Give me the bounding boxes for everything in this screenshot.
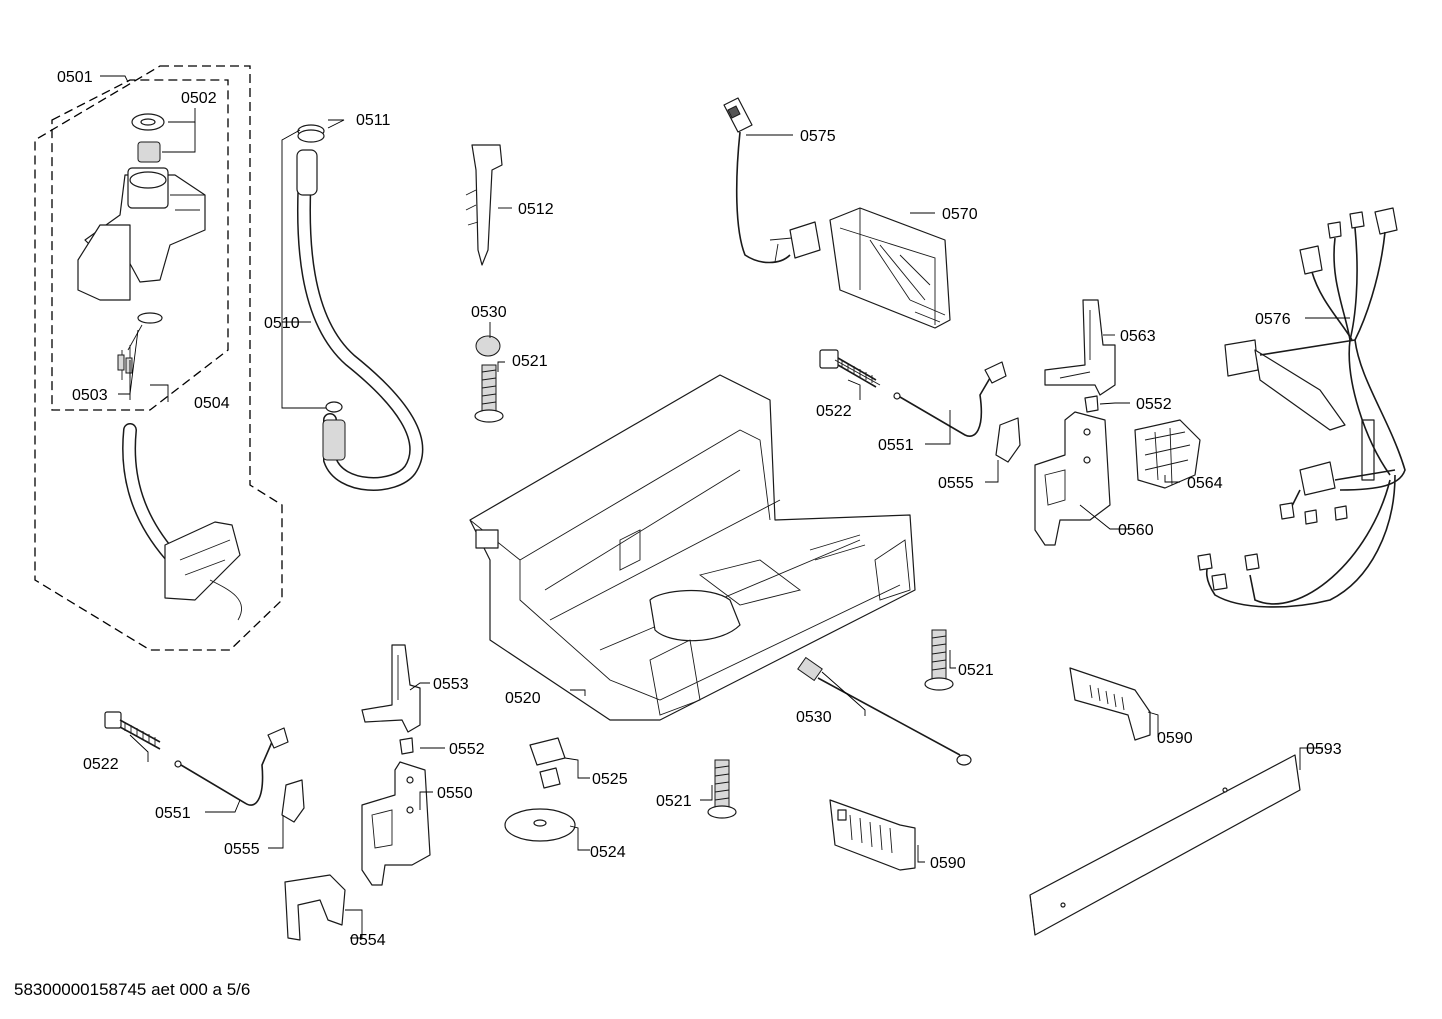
- label-0590-bottom: 0590: [930, 855, 966, 872]
- label-0553: 0553: [433, 676, 469, 693]
- label-0590-top: 0590: [1157, 730, 1193, 747]
- bushing-0552-right: [1084, 395, 1099, 413]
- foot-0521-bottom: [707, 759, 737, 819]
- hinge-plate-0560: [1034, 411, 1111, 546]
- control-module-0570: [829, 207, 951, 329]
- cable-0551-right: [893, 361, 1007, 437]
- clip-0555-left: [281, 779, 305, 823]
- label-0522-left: 0522: [83, 756, 119, 773]
- hinge-bracket-0553: [361, 644, 421, 733]
- clip-0555-right: [995, 417, 1021, 463]
- grille-0590-top: [1069, 667, 1151, 741]
- label-0563: 0563: [1120, 328, 1156, 345]
- assembly-group-0501-outline: [34, 65, 283, 651]
- label-0512: 0512: [518, 201, 554, 218]
- label-0504: 0504: [194, 395, 230, 412]
- label-0524: 0524: [590, 844, 626, 861]
- label-0503: 0503: [72, 387, 108, 404]
- label-0564: 0564: [1187, 475, 1223, 492]
- label-0521-right: 0521: [958, 662, 994, 679]
- label-0575: 0575: [800, 128, 836, 145]
- label-0552-right: 0552: [1136, 396, 1172, 413]
- foot-0530-0521-top: [474, 335, 504, 423]
- cover-0554: [284, 874, 346, 941]
- label-0551-right: 0551: [878, 437, 914, 454]
- base-tray-0520: [469, 374, 916, 721]
- hinge-plate-0550: [361, 761, 431, 886]
- bushing-0552-left: [399, 737, 414, 755]
- label-0521-top: 0521: [512, 353, 548, 370]
- disc-0524: [504, 808, 576, 842]
- label-0501: 0501: [57, 69, 93, 86]
- document-id-footer: 58300000158745 aet 000 a 5/6: [14, 980, 251, 999]
- spring-0522-right: [819, 349, 881, 388]
- kick-plate-0593: [1029, 754, 1301, 936]
- label-0551-left: 0551: [155, 805, 191, 822]
- bracket-0564: [1134, 419, 1201, 489]
- inlet-hose-0501: [122, 423, 243, 621]
- part-labels: 0501 0502 0503 0504 0510 0511 0512 0530 …: [57, 69, 1342, 949]
- label-0521-bottom: 0521: [656, 793, 692, 810]
- label-0593: 0593: [1306, 741, 1342, 758]
- leader-lines: [100, 75, 1350, 939]
- label-0510: 0510: [264, 315, 300, 332]
- label-0511: 0511: [356, 112, 391, 129]
- label-0576: 0576: [1255, 311, 1291, 328]
- label-0522-right: 0522: [816, 403, 852, 420]
- spring-0522-left: [104, 711, 161, 750]
- inlet-valve-0504: [77, 113, 206, 380]
- hinge-bracket-0563: [1044, 299, 1116, 396]
- hose-guide-0512: [465, 144, 503, 266]
- label-0530-top: 0530: [471, 304, 507, 321]
- label-0525: 0525: [592, 771, 628, 788]
- label-0560: 0560: [1118, 522, 1154, 539]
- label-0552-left: 0552: [449, 741, 485, 758]
- label-0520: 0520: [505, 690, 541, 707]
- power-cord-0575: [723, 97, 821, 264]
- label-0554: 0554: [350, 932, 386, 949]
- wiring-harness-0576: [1197, 207, 1406, 608]
- label-0530-bottom: 0530: [796, 709, 832, 726]
- label-0550: 0550: [437, 785, 473, 802]
- drain-hose-0510: [296, 124, 424, 491]
- label-0555-left: 0555: [224, 841, 260, 858]
- cable-0551-left: [174, 727, 289, 806]
- label-0570: 0570: [942, 206, 978, 223]
- foot-0521-middle-right: [924, 629, 954, 691]
- part-0525: [529, 737, 566, 789]
- grille-0590-bottom: [829, 799, 916, 871]
- label-0555-right: 0555: [938, 475, 974, 492]
- level-rod-0530: [797, 656, 972, 766]
- label-0502: 0502: [181, 90, 217, 107]
